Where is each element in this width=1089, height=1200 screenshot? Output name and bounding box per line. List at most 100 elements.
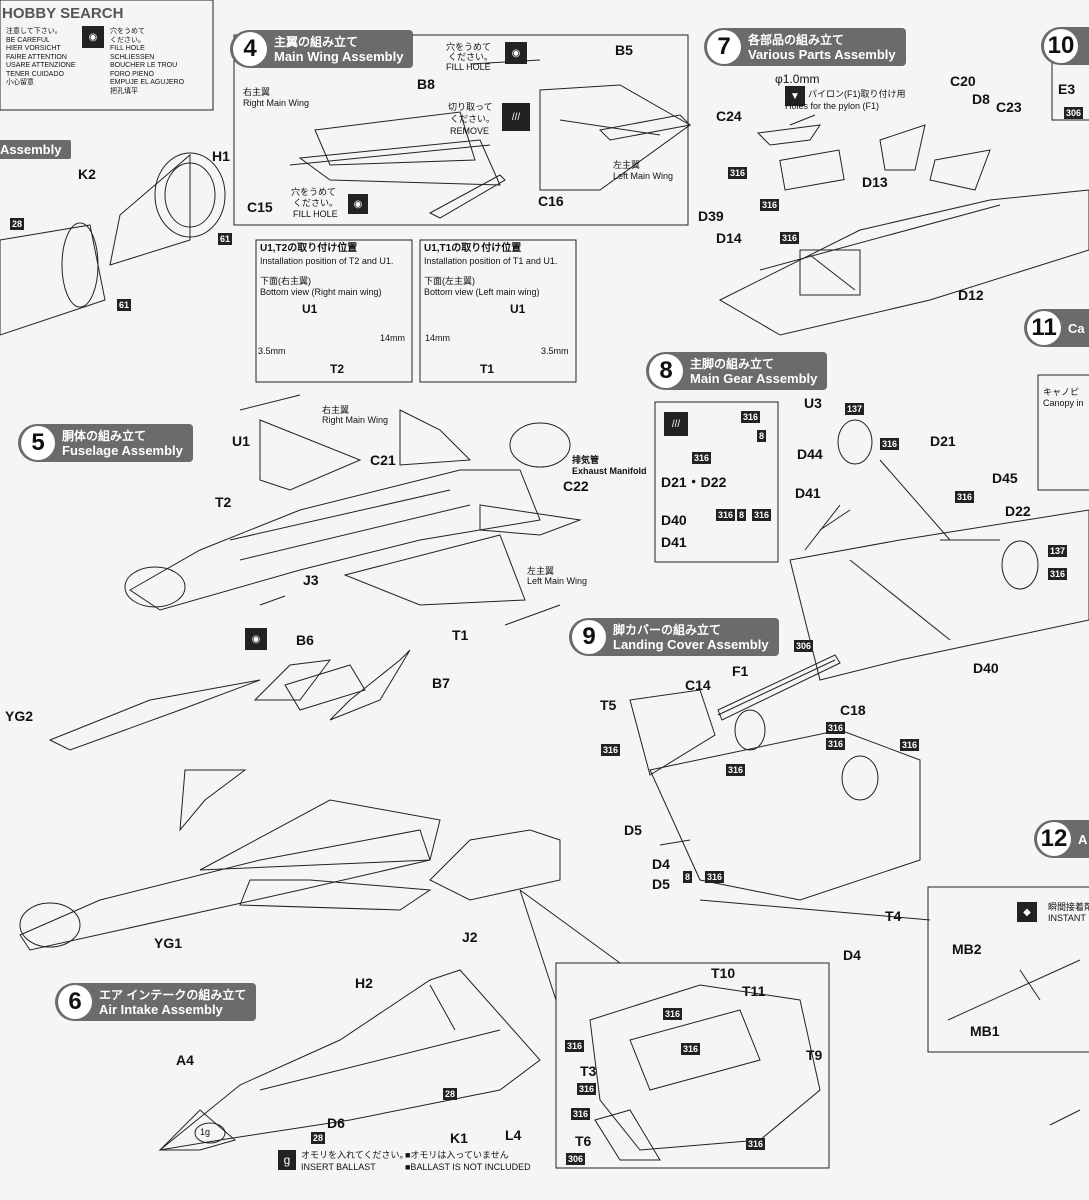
step-11-header: 11 Ca [1024, 309, 1089, 347]
part-label: C23 [996, 99, 1022, 115]
care-legend: 注意して下さい。 BE CAREFUL HIER VORSICHT FAIRE … [6, 28, 76, 88]
ballast-not-included-jp: ■オモリは入っていません [405, 1150, 509, 1160]
fill-line: FORO PIENO [110, 70, 154, 78]
gear-box-row1: D21・D22 [661, 474, 727, 490]
cut-note-jp2: ください。 [450, 114, 496, 124]
step-5-header: 5 胴体の組み立て Fuselage Assembly [18, 424, 193, 462]
right-wing-jp: 右主翼 [322, 405, 350, 415]
code-tag: 306 [566, 1153, 586, 1165]
part-label: C22 [563, 478, 589, 494]
part-label: C21 [370, 452, 396, 468]
code-tag: 316 [728, 167, 748, 179]
instant-note-en: INSTANT [1048, 913, 1086, 923]
step-4-title-jp: 主翼の組み立て [274, 34, 359, 49]
fill-legend: 穴をうめて ください。 FILL HOLE SCHLIESSEN BOUCHER… [110, 28, 184, 96]
step-4-number: 4 [233, 32, 267, 66]
step-7-title-en: Various Parts Assembly [748, 46, 896, 62]
step-9-header: 9 脚カバーの組み立て Landing Cover Assembly [569, 618, 779, 656]
dimension-label: 3.5mm [541, 346, 569, 356]
code-tag: 316 [780, 232, 800, 244]
left-wing-en: Left Main Wing [527, 576, 588, 586]
part-label: T1 [480, 362, 495, 376]
code-tag: 306 [1064, 107, 1084, 119]
part-label: B5 [615, 42, 633, 58]
part-label: E3 [1058, 81, 1076, 97]
step-8-title-en: Main Gear Assembly [690, 370, 818, 386]
part-label: T4 [885, 908, 902, 924]
inset-left-title-en: Installation position of T1 and U1. [424, 256, 558, 266]
step-4-title-en: Main Wing Assembly [274, 48, 404, 64]
pylon-note-jp: パイロン(F1)取り付け用 [808, 89, 906, 99]
right-wing-en: Right Main Wing [243, 98, 310, 108]
part-label: D21 [930, 433, 956, 449]
step-8-title-jp: 主脚の組み立て [690, 356, 775, 371]
step-12-number: 12 [1037, 822, 1071, 856]
step-9-number: 9 [572, 620, 606, 654]
code-tag: 316 [663, 1008, 683, 1020]
fill-hole-note-en: FILL HOLE [446, 62, 491, 72]
gear-box-row2a: D40 [661, 512, 687, 528]
inset-right-view-en: Bottom view (Right main wing) [260, 287, 382, 297]
step-10-number: 10 [1044, 29, 1078, 63]
code-tag: 316 [565, 1040, 585, 1052]
part-label: D13 [862, 174, 888, 190]
fill-line: EMPUJE EL AGUJERO [110, 79, 185, 86]
step-10-header: 10 [1041, 27, 1089, 65]
step-9-title-en: Landing Cover Assembly [613, 636, 769, 652]
code-tag: 28 [311, 1132, 326, 1144]
cut-note-jp1: 切り取って [448, 102, 493, 112]
step-7-title-jp: 各部品の組み立て [748, 32, 845, 47]
ballast-note-en: INSERT BALLAST [301, 1162, 376, 1172]
part-label: T6 [575, 1133, 592, 1149]
code-tag: 28 [443, 1088, 458, 1100]
fill-hole-icon: ◉ [82, 26, 104, 48]
canopy-note-en: Canopy in [1043, 398, 1084, 408]
diameter-note: φ1.0mm [775, 72, 820, 86]
canopy-note-jp: キャノピ [1043, 387, 1080, 397]
gear-box-row2b: D41 [661, 534, 687, 550]
part-label: MB2 [952, 941, 982, 957]
inset-left-view-jp: 下面(左主翼) [424, 276, 475, 286]
code-tag: 316 [571, 1108, 591, 1120]
part-label: MB1 [970, 1023, 1000, 1039]
care-line: 注意して下さい。 [6, 28, 62, 35]
inset-right-title-en: Installation position of T2 and U1. [260, 256, 394, 266]
code-tag: 316 [1048, 568, 1068, 580]
code-tag: 61 [218, 233, 233, 245]
part-label: U1 [232, 433, 250, 449]
care-line: 小心留意 [6, 79, 34, 86]
part-label: B7 [432, 675, 450, 691]
step-5-number: 5 [21, 426, 55, 460]
dimension-label: 14mm [380, 333, 406, 343]
fill-hole-note-jp2: ください。 [448, 52, 494, 62]
part-label: B6 [296, 632, 314, 648]
fill-line: ください。 [110, 36, 145, 44]
fill-hole-icon: ◉ [245, 628, 267, 650]
d4d5-label-b: D5 [652, 876, 670, 892]
code-tag: 316 [577, 1083, 597, 1095]
part-label: F1 [732, 663, 749, 679]
step-7-header: 7 各部品の組み立て Various Parts Assembly [704, 28, 906, 66]
part-label: T9 [806, 1047, 823, 1063]
step-6-title-jp: エア インテークの組み立て [99, 987, 247, 1002]
inset-right-view-jp: 下面(右主翼) [260, 276, 311, 286]
inset-left-view-en: Bottom view (Left main wing) [424, 287, 540, 297]
part-label: C18 [840, 702, 866, 718]
step-4-header: 4 主翼の組み立て Main Wing Assembly [230, 30, 414, 68]
step-3-title-en: Assembly [0, 142, 62, 157]
part-label: D44 [797, 446, 823, 462]
care-line: FAIRE ATTENTION [6, 53, 67, 61]
care-line: USARE ATTENZIONE [6, 62, 76, 69]
part-label: J2 [462, 929, 478, 945]
fill-line: BOUCHER LE TROU [110, 62, 178, 69]
part-label: C20 [950, 73, 976, 89]
left-wing-en: Left Main Wing [613, 171, 674, 181]
part-label: D22 [1005, 503, 1031, 519]
code-tag: 316 [705, 871, 725, 883]
code-tag: 316 [726, 764, 746, 776]
part-label: L4 [505, 1127, 522, 1143]
part-label: D41 [795, 485, 821, 501]
cut-note-en: REMOVE [450, 126, 490, 136]
step-11-title-en: Ca [1068, 320, 1085, 336]
